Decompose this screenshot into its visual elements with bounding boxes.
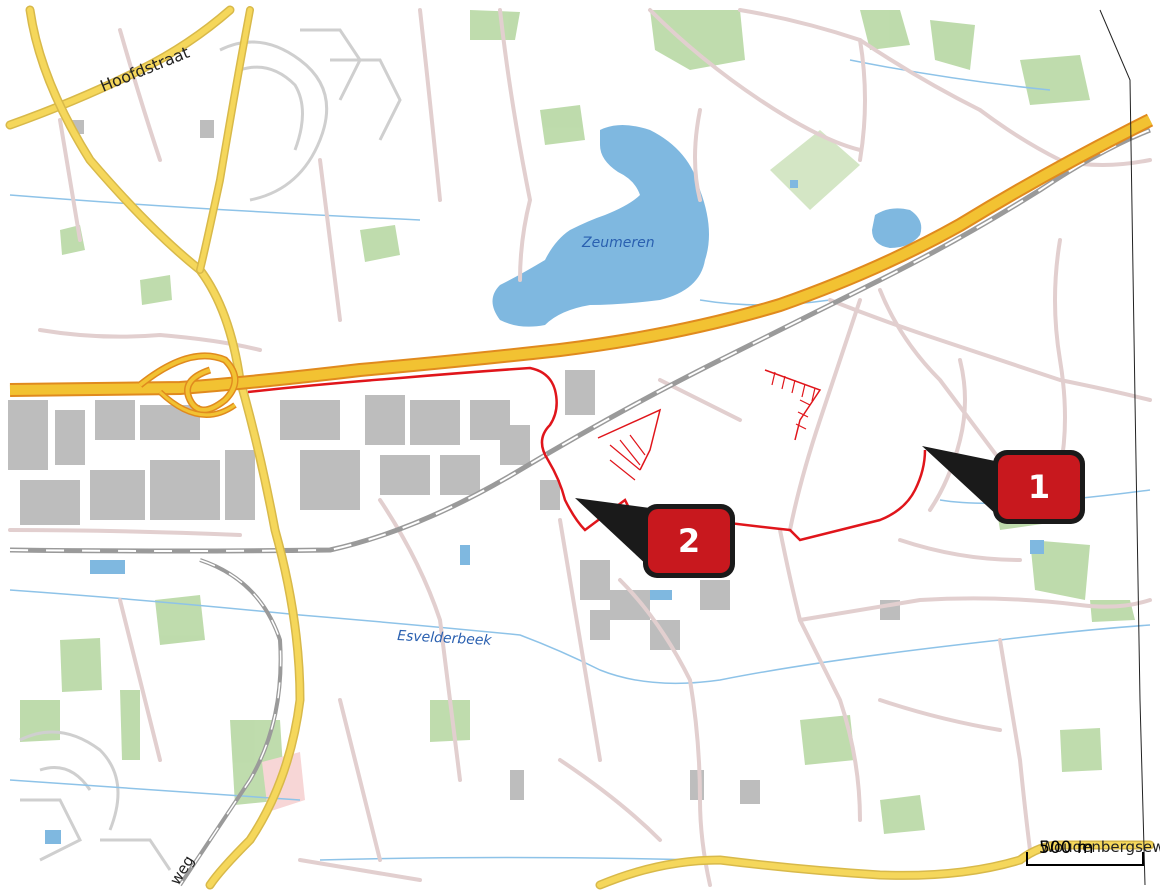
label-esvelderbeek: Esvelderbeek bbox=[397, 628, 493, 649]
marker-1-pointer bbox=[922, 446, 1000, 518]
pond bbox=[872, 208, 922, 248]
marker-2[interactable]: 2 bbox=[643, 504, 735, 578]
marker-2-pointer bbox=[575, 498, 650, 568]
lake-zeumeren bbox=[492, 125, 709, 327]
scale-bar: 500 m bbox=[1025, 832, 1145, 872]
residential bbox=[19, 28, 402, 871]
marker-2-number: 2 bbox=[648, 509, 730, 573]
scale-bar-line bbox=[1027, 864, 1143, 866]
scale-bar-tick-right bbox=[1142, 852, 1144, 866]
plan-boundary bbox=[247, 366, 927, 542]
buildings bbox=[8, 120, 900, 804]
scale-bar-text: 500 m bbox=[1039, 838, 1094, 858]
railways bbox=[9, 127, 1151, 887]
primary-roads bbox=[5, 5, 1155, 890]
waterways bbox=[9, 59, 1151, 861]
municipal-boundary bbox=[1099, 9, 1146, 886]
pond-small bbox=[90, 560, 125, 574]
water bbox=[45, 125, 1044, 844]
marker-1-number: 1 bbox=[998, 455, 1080, 519]
motorway bbox=[9, 113, 1154, 418]
minor-roads bbox=[8, 8, 1152, 887]
marker-1[interactable]: 1 bbox=[993, 450, 1085, 524]
scale-bar-tick-left bbox=[1026, 852, 1028, 866]
label-road-bottom-left: weg bbox=[166, 852, 198, 888]
label-zeumeren: Zeumeren bbox=[581, 235, 655, 251]
label-hoofdstraat: Hoofdstraat bbox=[97, 43, 192, 96]
label-woudenbergseweg: Woudenbergseweg bbox=[1040, 838, 1160, 856]
